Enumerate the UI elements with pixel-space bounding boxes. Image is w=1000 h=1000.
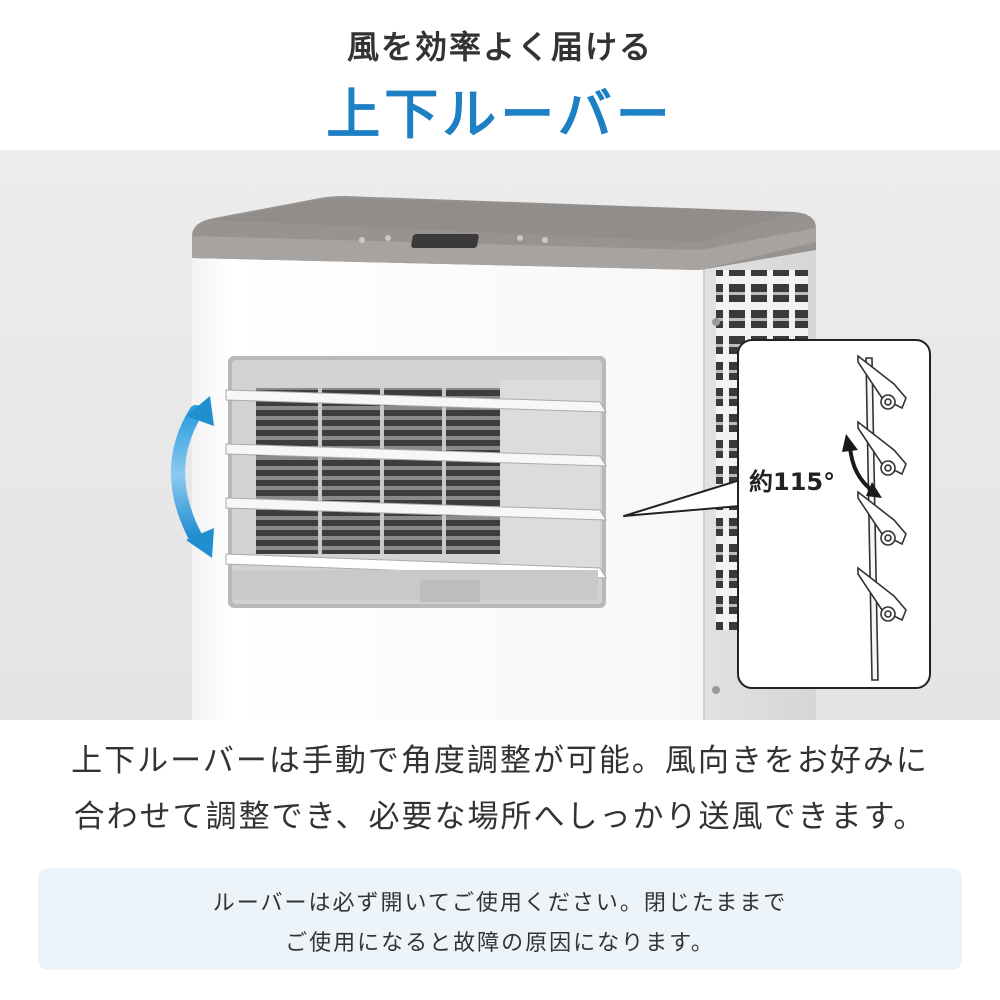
angle-label: 約115° — [749, 468, 835, 496]
rotation-arrow-icon — [842, 434, 882, 498]
description: 上下ルーバーは手動で角度調整が可能。風向きをお好みに 合わせて調整でき、必要な場… — [60, 733, 940, 845]
louver-angle-diagram — [857, 354, 907, 681]
description-line-2: 合わせて調整でき、必要な場所へしっかり送風できます。 — [73, 799, 927, 835]
page-title: 上下ルーバー — [326, 83, 674, 146]
louver-slats — [225, 389, 607, 602]
notice-line-1: ルーバーは必ず開いてご使用ください。閉じたままで — [212, 891, 788, 916]
notice-box: ルーバーは必ず開いてご使用ください。閉じたままで ご使用になると故障の原因になり… — [38, 868, 962, 970]
up-down-arrow-icon — [171, 396, 214, 558]
header: 風を効率よく届ける 上下ルーバー — [0, 0, 1000, 150]
description-line-1: 上下ルーバーは手動で角度調整が可能。風向きをお好みに — [71, 743, 929, 779]
air-conditioner-illustration: 約115° — [0, 150, 1000, 720]
product-image: 約115° — [0, 150, 1000, 720]
subtitle: 風を効率よく届ける — [346, 28, 653, 66]
notice-line-2: ご使用になると故障の原因になります。 — [285, 931, 715, 956]
